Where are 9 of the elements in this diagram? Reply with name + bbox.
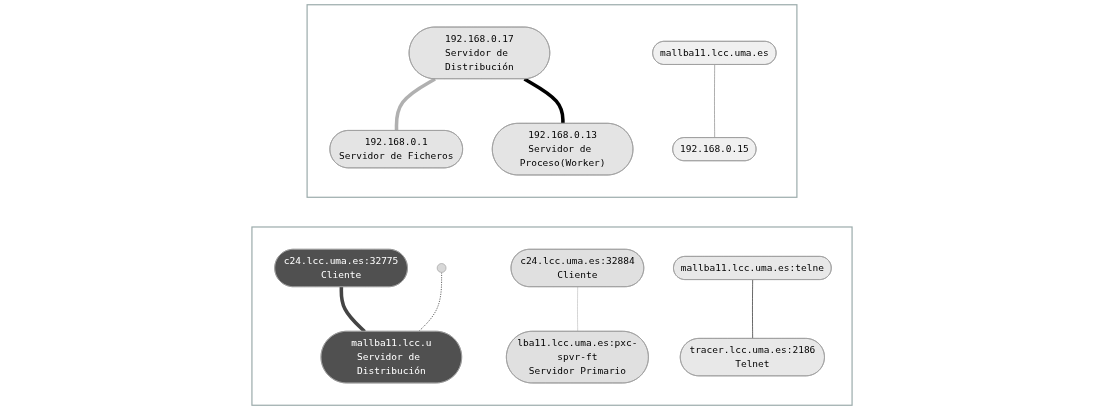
connector bbox=[577, 286, 578, 332]
connector bbox=[714, 64, 715, 139]
connector bbox=[523, 77, 565, 124]
connector bbox=[339, 286, 366, 333]
cluster bbox=[306, 4, 798, 198]
connector bbox=[394, 77, 436, 131]
cluster bbox=[251, 226, 853, 406]
node-circle bbox=[436, 263, 447, 273]
connector bbox=[418, 272, 442, 332]
